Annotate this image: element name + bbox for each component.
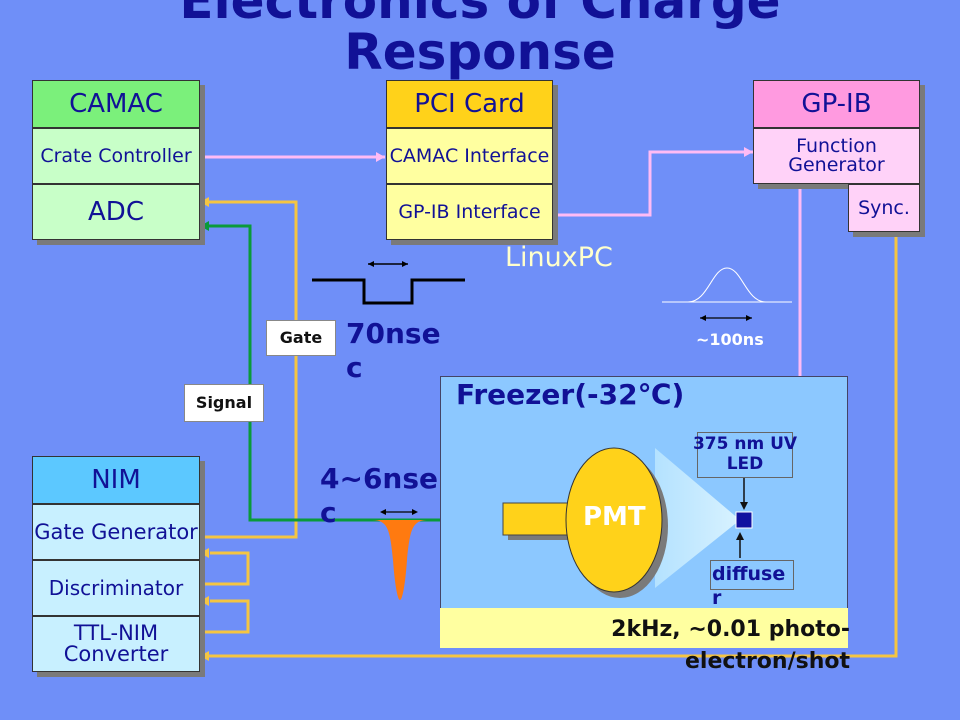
led-box	[697, 432, 793, 478]
crate-controller-label: Crate Controller	[40, 144, 192, 167]
gpib-header-label: GP-IB	[801, 89, 872, 119]
gate-waveform	[312, 278, 465, 305]
arrowhead	[376, 152, 385, 162]
gate-generator-label: Gate Generator	[34, 519, 198, 544]
gate-tag-label: Gate	[279, 328, 323, 347]
arrowhead	[744, 147, 753, 157]
arrowhead	[200, 596, 209, 606]
yellow-line-sync	[200, 232, 898, 658]
pmt-body	[565, 447, 663, 593]
width-70-label: 70nsec	[346, 317, 441, 384]
gate-generator-box: Gate Generator	[32, 504, 200, 560]
crate-controller-box: Crate Controller	[32, 128, 200, 184]
rate-label: 2kHz, ~0.01 photo-electron/shot	[611, 617, 850, 674]
led-square	[735, 511, 753, 529]
gpib-interface-box: GP-IB Interface	[386, 184, 553, 240]
linuxpc-label: LinuxPC	[505, 242, 613, 273]
yellow-line-gate	[200, 200, 298, 539]
negative-pulse	[372, 520, 428, 600]
adc-label: ADC	[88, 197, 144, 227]
arrowhead	[200, 651, 209, 661]
sync-box: Sync.	[848, 184, 920, 232]
camac-header-label: CAMAC	[69, 89, 163, 119]
pink-line-pci-to-fg	[553, 150, 753, 217]
arrowhead	[200, 221, 209, 231]
gpib-interface-label: GP-IB Interface	[398, 200, 541, 223]
camac-header: CAMAC	[32, 80, 200, 128]
nim-header-label: NIM	[91, 465, 141, 495]
pulse-100-label: ~100ns	[696, 330, 764, 349]
pci-header: PCI Card	[386, 80, 553, 128]
freezer-title: Freezer(-32℃)	[456, 378, 685, 411]
gpib-header: GP-IB	[753, 80, 920, 128]
signal-tag: Signal	[184, 384, 264, 422]
camac-interface-box: CAMAC Interface	[386, 128, 553, 184]
discriminator-box: Discriminator	[32, 560, 200, 616]
pmt-base	[502, 502, 570, 536]
function-generator-label: Function Generator	[788, 135, 885, 176]
pmt-label: PMT	[583, 502, 646, 532]
width-46-label: 4~6nsec	[320, 462, 439, 529]
signal-tag-label: Signal	[195, 393, 253, 412]
rate-bar	[440, 608, 848, 648]
diffuser-label: diffuser	[712, 563, 786, 609]
gate-tag: Gate	[266, 320, 336, 356]
yellow-loop-ttl	[200, 599, 250, 634]
pulse-shape	[687, 267, 767, 303]
yellow-loop-disc	[200, 551, 250, 586]
diffuser-box	[710, 560, 794, 590]
page-title-line1: Electronics of Charge	[179, 0, 781, 30]
sync-label: Sync.	[858, 196, 910, 219]
arrowhead	[200, 197, 209, 207]
camac-interface-label: CAMAC Interface	[389, 144, 550, 167]
nim-header: NIM	[32, 456, 200, 504]
discriminator-label: Discriminator	[48, 576, 184, 600]
arrowhead	[200, 548, 209, 558]
page-title-line2: Response	[344, 23, 616, 81]
led-label: 375 nm UV LED	[692, 434, 798, 474]
light-cone	[655, 448, 740, 588]
function-generator-box: Function Generator	[753, 128, 920, 184]
ttl-nim-box: TTL-NIM Converter	[32, 616, 200, 672]
ttl-nim-label: TTL-NIM Converter	[63, 621, 169, 666]
adc-box: ADC	[32, 184, 200, 240]
pci-header-label: PCI Card	[414, 89, 525, 119]
